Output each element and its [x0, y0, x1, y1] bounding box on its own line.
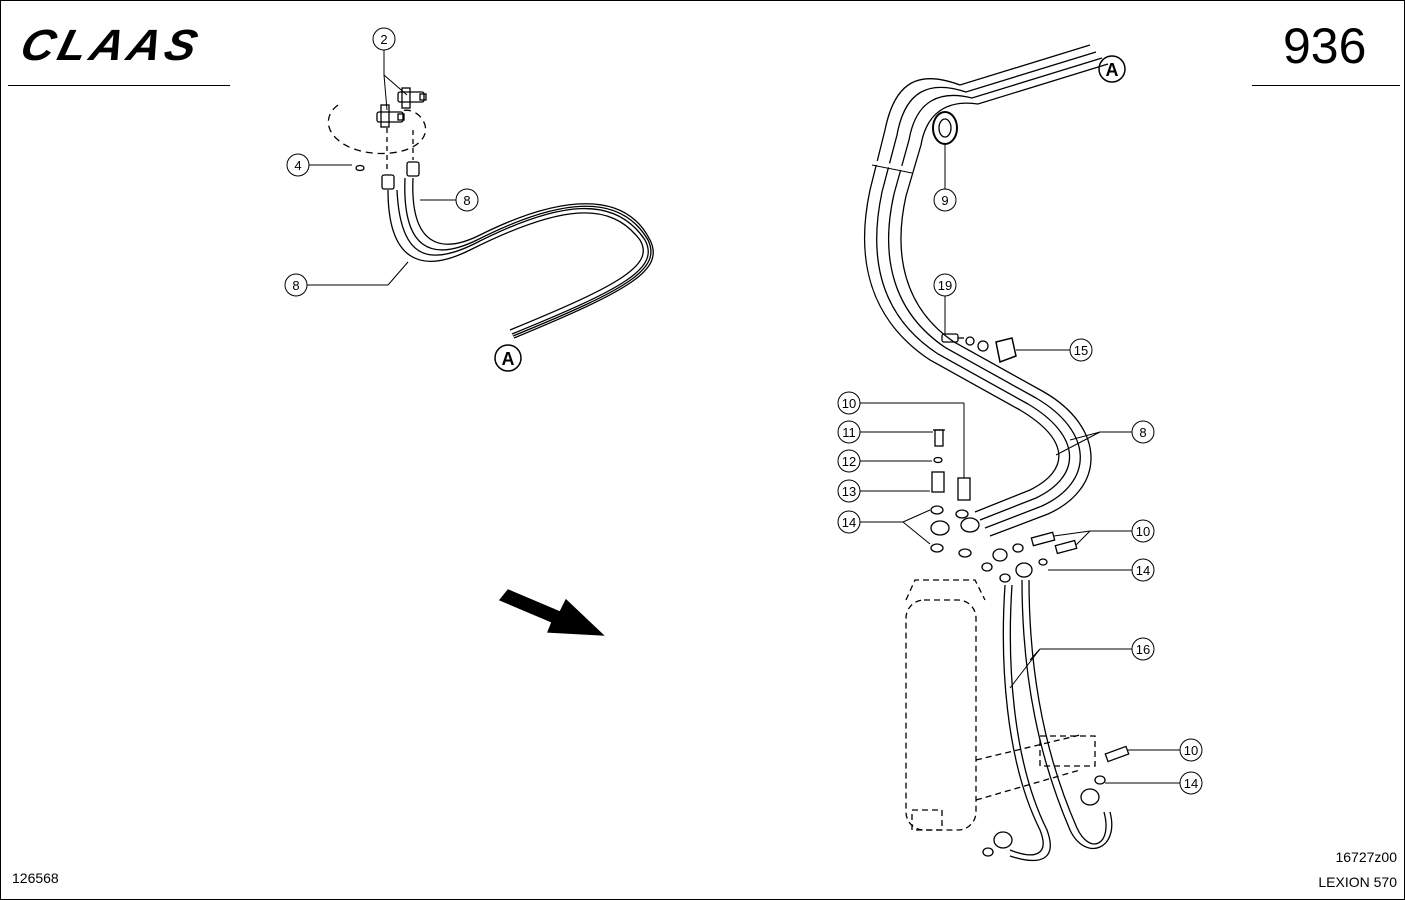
callout-14-bottom: 14: [1184, 776, 1198, 791]
hose-8-outer: [387, 189, 644, 331]
direction-arrow: [498, 589, 605, 636]
callout-2: 2: [380, 32, 387, 47]
header-rule-left: [8, 85, 230, 86]
callout-10-upper: 10: [842, 396, 856, 411]
callout-14-left: 14: [842, 515, 856, 530]
left-detail: [327, 87, 654, 339]
callout-11: 11: [842, 425, 856, 440]
tee-fitting-upper: [397, 87, 427, 109]
callout-10-bottom: 10: [1184, 743, 1198, 758]
callout-15: 15: [1074, 343, 1088, 358]
reference-a-left-label: A: [502, 349, 515, 369]
filter-housing: [905, 579, 1096, 831]
callout-9: 9: [941, 193, 948, 208]
callout-12: 12: [842, 454, 856, 469]
callout-14-middle: 14: [1136, 563, 1150, 578]
fastener-column: [930, 429, 980, 558]
hose-end-fitting-2: [406, 161, 420, 177]
reference-a-left: A: [494, 344, 522, 372]
callout-8-right: 8: [1139, 425, 1146, 440]
header-rule-right: [1252, 85, 1400, 86]
hose-end-fitting-1: [381, 174, 395, 190]
o-ring-small: [355, 164, 365, 172]
callout-4: 4: [294, 158, 301, 173]
dashed-context-ring: [327, 104, 427, 155]
reference-a-right-label: A: [1106, 60, 1119, 80]
fittings-cluster: [981, 531, 1078, 583]
tee-fitting-lower: [376, 104, 405, 128]
document-id: 126568: [12, 870, 59, 886]
callout-10-middle: 10: [1136, 524, 1150, 539]
machine-model: LEXION 570: [1318, 874, 1397, 890]
hoses-16: [993, 579, 1113, 862]
reference-a-right: A: [1098, 55, 1126, 83]
clamp-assembly: [941, 333, 1017, 364]
callouts: 2 4 8 8 9 19 15 10 1: [284, 27, 1203, 795]
callout-13: 13: [842, 484, 856, 499]
callout-8-left-upper: 8: [463, 193, 470, 208]
callout-19: 19: [938, 278, 952, 293]
page-number: 936: [1283, 18, 1367, 74]
grommet-9: [932, 111, 958, 145]
callout-16: 16: [1136, 642, 1150, 657]
drawing-id: 16727z00: [1335, 849, 1397, 865]
main-hose-run: [864, 44, 1109, 537]
callout-8-left-lower: 8: [292, 278, 299, 293]
bottom-fittings: [982, 745, 1130, 857]
